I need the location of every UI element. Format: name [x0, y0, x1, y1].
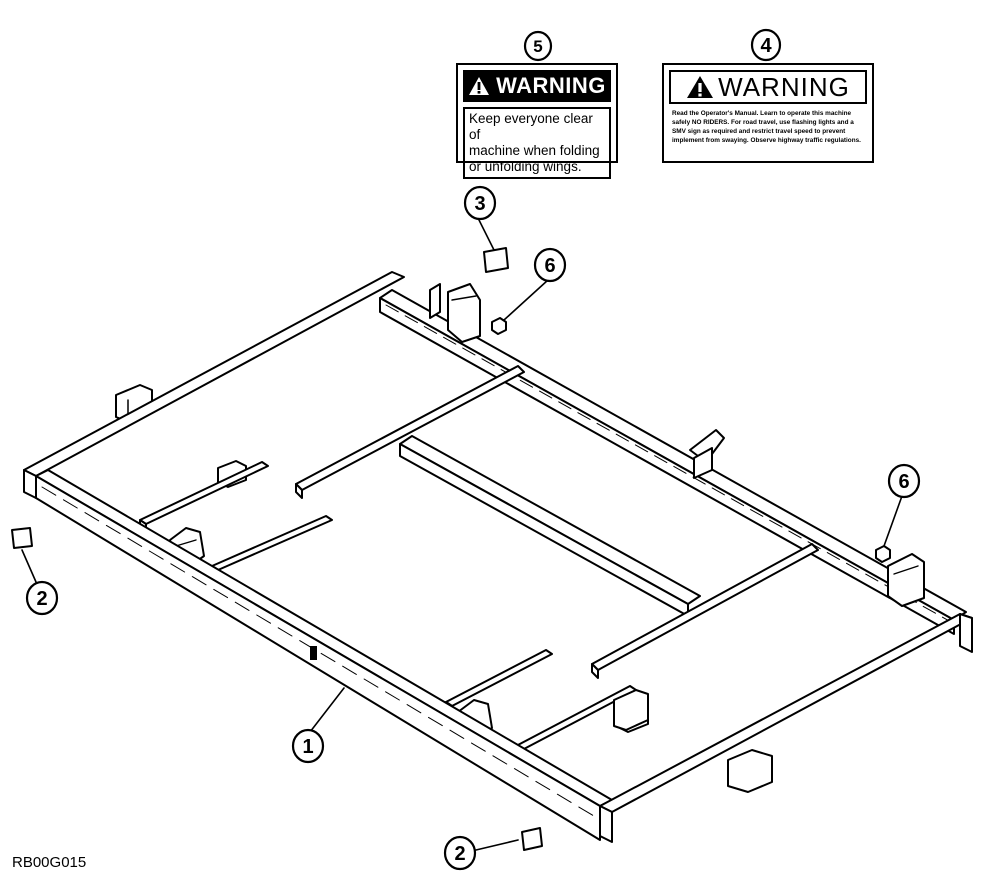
frame-rail-back — [23, 271, 405, 499]
callout-3: 3 — [463, 185, 497, 221]
warning-decal-5: WARNING Keep everyone clear of machine w… — [456, 63, 618, 179]
warning-header: WARNING — [669, 70, 867, 104]
item-3-decal — [483, 247, 509, 273]
hitch-bracket — [689, 429, 725, 479]
warning-line: machine when folding — [469, 143, 600, 158]
warning-body: Read the Operator's Manual. Learn to ope… — [670, 109, 866, 145]
callout-5: 5 — [523, 30, 553, 62]
svg-text:2: 2 — [36, 588, 47, 610]
warning-line: implement from swaying. Observe highway … — [672, 137, 861, 144]
cross-member-lower — [591, 543, 819, 679]
leader-lines — [21, 217, 903, 851]
callout-4: 4 — [750, 28, 782, 62]
callout-2-left: 2 — [25, 580, 59, 616]
cross-member-upper — [295, 365, 525, 499]
item-6-fitting-back — [491, 317, 507, 335]
svg-text:1: 1 — [302, 736, 313, 758]
warning-line: Read the Operator's Manual. Learn to ope… — [672, 110, 852, 117]
figure-code: RB00G015 — [12, 854, 87, 871]
frame-rail-front — [35, 469, 613, 841]
warning-heading: WARNING — [718, 71, 850, 102]
warning-triangle-icon — [687, 76, 714, 98]
callout-6-right: 6 — [887, 463, 921, 499]
warning-line: or unfolding wings. — [469, 159, 582, 174]
frame-end-right — [599, 613, 973, 843]
callout-1: 1 — [291, 728, 325, 764]
warning-body: Keep everyone clear of machine when fold… — [463, 107, 611, 179]
svg-text:6: 6 — [544, 255, 555, 277]
svg-text:5: 5 — [533, 37, 542, 56]
svg-text:2: 2 — [454, 843, 465, 865]
front-stub-tube — [613, 689, 773, 793]
warning-line: safely NO RIDERS. For road travel, use f… — [672, 119, 854, 126]
warning-decal-4: WARNING Read the Operator's Manual. Lear… — [662, 63, 874, 163]
hinge-bracket-right — [887, 553, 925, 607]
item-2-decal-left — [11, 527, 33, 549]
item-6-fitting-right — [875, 545, 891, 563]
item-2-decal-bottom — [521, 827, 543, 851]
svg-text:6: 6 — [898, 471, 909, 493]
hinge-bracket-back — [429, 283, 481, 343]
warning-heading: WARNING — [496, 73, 606, 98]
warning-line: SMV sign as required and restrict travel… — [672, 128, 846, 135]
callout-2-bottom: 2 — [443, 835, 477, 871]
svg-text:3: 3 — [474, 193, 485, 215]
warning-triangle-icon — [469, 77, 490, 95]
svg-text:4: 4 — [760, 35, 772, 57]
warning-header: WARNING — [463, 70, 611, 102]
warning-line: Keep everyone clear of — [469, 111, 593, 142]
callout-6-top: 6 — [533, 247, 567, 283]
